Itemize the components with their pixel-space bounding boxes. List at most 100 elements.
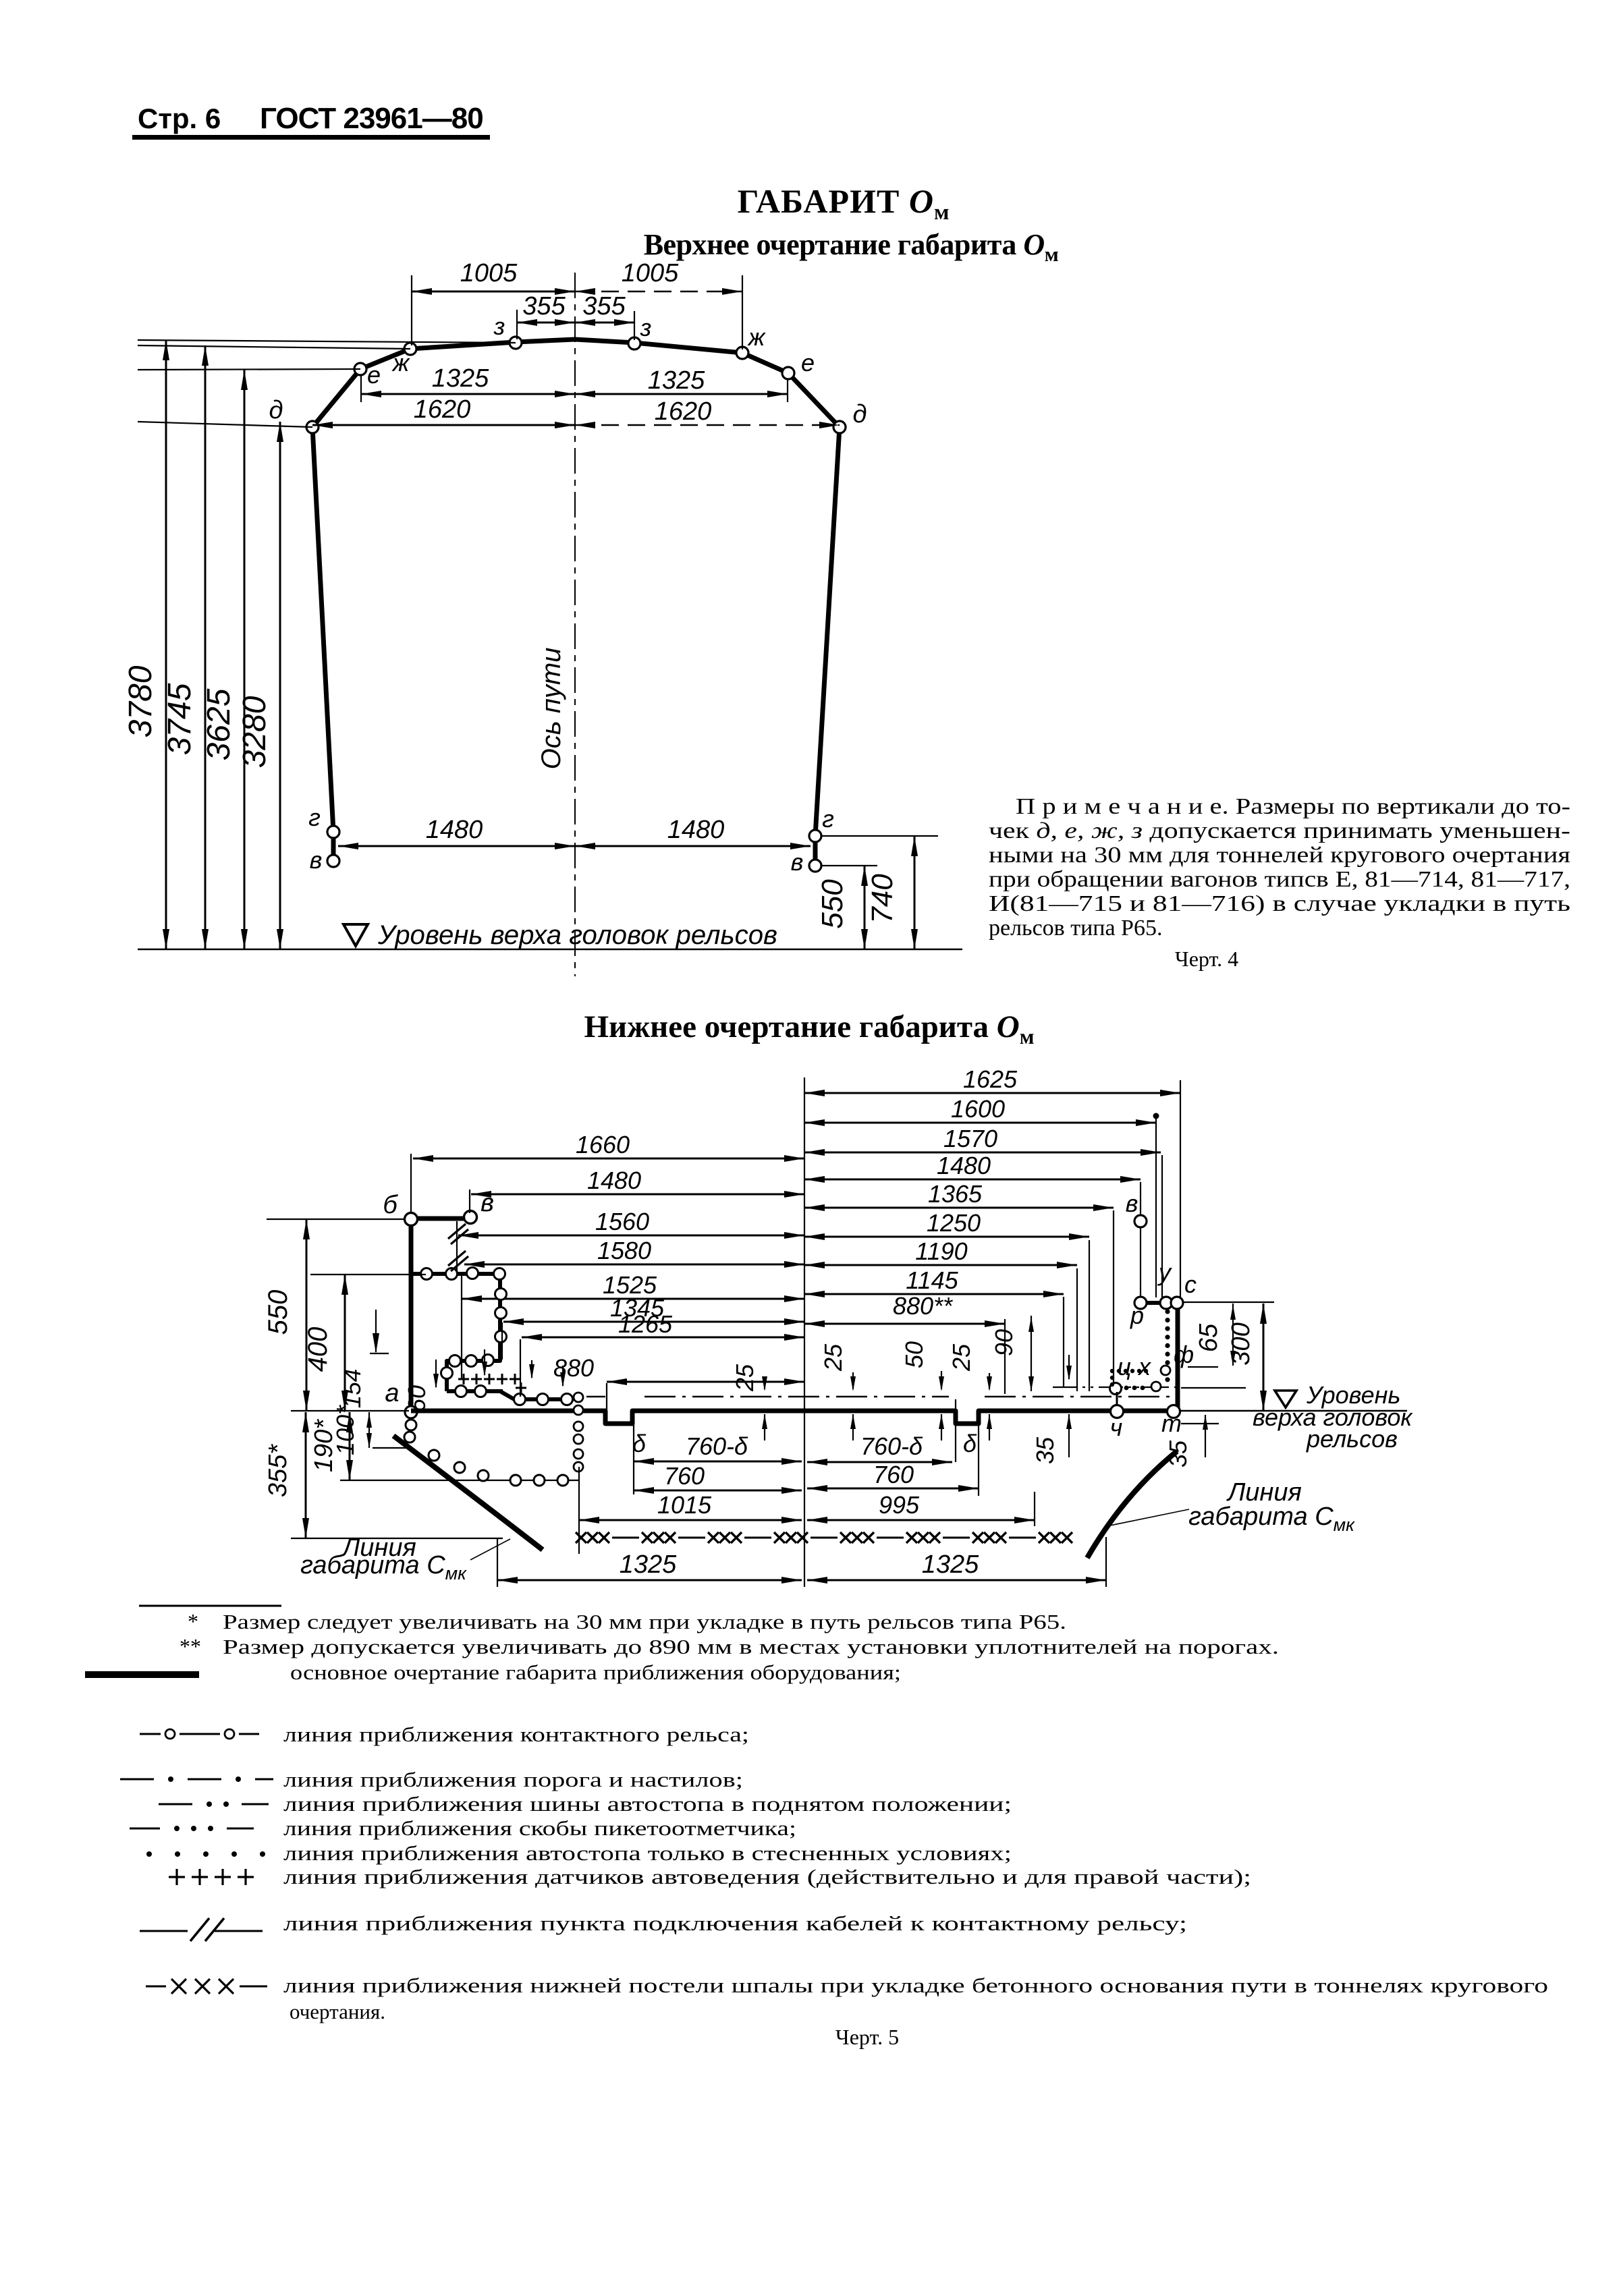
svg-text:е: е	[367, 361, 381, 389]
svg-text:1145: 1145	[906, 1266, 958, 1294]
svg-text:рельсов: рельсов	[1306, 1425, 1398, 1453]
svg-text:б: б	[383, 1191, 398, 1219]
svg-text:1480: 1480	[426, 816, 483, 844]
svg-text:1345: 1345	[610, 1294, 665, 1322]
svg-text:154: 154	[339, 1369, 366, 1408]
svg-text:г: г	[822, 805, 834, 833]
svg-text:δ: δ	[963, 1430, 977, 1457]
svg-text:760: 760	[664, 1462, 705, 1490]
svg-text:1265: 1265	[618, 1310, 673, 1338]
svg-text:е: е	[801, 349, 815, 376]
svg-text:1480: 1480	[587, 1167, 641, 1194]
svg-text:х: х	[1137, 1353, 1152, 1380]
svg-text:550: 550	[263, 1290, 293, 1335]
svg-text:ными на 30 мм для тоннелей кру: ными на 30 мм для тоннелей кругового оче…	[989, 843, 1570, 868]
svg-text:И(81—715 и 81—716) в случае ук: И(81—715 и 81—716) в случае укладки в пу…	[989, 891, 1570, 916]
svg-text:50: 50	[900, 1341, 928, 1368]
svg-text:355: 355	[582, 292, 626, 320]
svg-text:у: у	[1157, 1258, 1172, 1286]
svg-text:в: в	[310, 846, 323, 874]
svg-text:25: 25	[819, 1343, 847, 1372]
svg-text:300: 300	[1227, 1322, 1255, 1365]
svg-text:линия приближения контактног: линия приближения контактного рельса;	[283, 1723, 749, 1746]
svg-text:90: 90	[990, 1329, 1018, 1356]
svg-text:1250: 1250	[927, 1209, 981, 1237]
svg-text:при обращении вагонов типсв Е,: при обращении вагонов типсв Е, 81—714, 8…	[989, 867, 1570, 892]
svg-text:з: з	[493, 312, 505, 340]
svg-text:880: 880	[553, 1354, 594, 1382]
svg-text:100*: 100*	[331, 1405, 359, 1455]
svg-text:1660: 1660	[576, 1131, 630, 1158]
svg-text:р: р	[1130, 1301, 1144, 1329]
svg-text:1625: 1625	[963, 1065, 1018, 1093]
svg-text:1570: 1570	[943, 1125, 997, 1152]
svg-text:1325: 1325	[648, 366, 705, 395]
svg-text:линия приближения скобы пик: линия приближения скобы пикетоотметчика;	[283, 1816, 796, 1840]
svg-text:линия приближения датчиков: линия приближения датчиков автоведения (…	[283, 1865, 1251, 1888]
svg-text:Размер следует увеличивать на: Размер следует увеличивать на 30 мм при …	[223, 1610, 1066, 1633]
svg-text:Линия: Линия	[340, 1534, 416, 1562]
svg-text:550: 550	[816, 879, 849, 929]
svg-text:Черт. 5: Черт. 5	[835, 2025, 899, 2049]
svg-text:ГАБАРИТ Ом: ГАБАРИТ Ом	[738, 182, 950, 225]
svg-text:1325: 1325	[620, 1550, 677, 1579]
svg-text:габарита Смк: габарита Смк	[1188, 1503, 1355, 1535]
svg-text:760-δ: 760-δ	[860, 1432, 923, 1460]
svg-text:1600: 1600	[951, 1095, 1005, 1123]
svg-text:1480: 1480	[667, 816, 725, 844]
svg-text:880**: 880**	[893, 1292, 953, 1320]
svg-text:ч: ч	[1110, 1413, 1123, 1441]
svg-text:линия приближения шины авто: линия приближения шины автостопа в подня…	[283, 1792, 1012, 1816]
svg-text:δ: δ	[632, 1430, 647, 1457]
svg-text:рельсов типа Р65.: рельсов типа Р65.	[989, 916, 1162, 941]
svg-text:1015: 1015	[657, 1491, 712, 1519]
svg-text:3280: 3280	[237, 696, 273, 768]
svg-text:760: 760	[873, 1461, 914, 1488]
svg-text:линия приближения пункта по: линия приближения пункта подключения каб…	[283, 1911, 1187, 1935]
svg-text:1005: 1005	[460, 259, 518, 287]
svg-text:Уровень верха головок рельсов: Уровень верха головок рельсов	[377, 920, 777, 950]
svg-text:3625: 3625	[201, 688, 237, 760]
svg-text:760-δ: 760-δ	[686, 1432, 748, 1460]
svg-text:с: с	[1184, 1270, 1197, 1298]
svg-text:**: **	[180, 1634, 201, 1658]
svg-text:Ось пути: Ось пути	[537, 648, 566, 770]
svg-text:65: 65	[1195, 1323, 1223, 1352]
svg-text:740: 740	[866, 874, 899, 924]
svg-text:1365: 1365	[928, 1180, 983, 1208]
svg-text:линия приближения автостопа: линия приближения автостопа только в сте…	[283, 1841, 1012, 1865]
svg-text:линия приближения порога и: линия приближения порога и настилов;	[283, 1768, 743, 1791]
svg-text:1325: 1325	[922, 1550, 979, 1579]
svg-text:400: 400	[303, 1327, 333, 1372]
svg-text:Уровень: Уровень	[1306, 1381, 1400, 1409]
svg-text:3745: 3745	[162, 683, 198, 755]
svg-text:г: г	[308, 804, 321, 831]
svg-text:чек д, е, ж, з допускается при: чек д, е, ж, з допускается принимать уме…	[989, 818, 1570, 843]
svg-text:П р и м е ч а н и е. Размеры: П р и м е ч а н и е. Размеры по вертикал…	[1016, 794, 1570, 819]
svg-text:355: 355	[522, 292, 566, 320]
svg-text:35: 35	[1031, 1436, 1059, 1464]
svg-text:д: д	[269, 396, 283, 424]
svg-text:а: а	[385, 1379, 399, 1407]
svg-text:25: 25	[731, 1364, 759, 1392]
svg-text:1620: 1620	[414, 395, 471, 424]
svg-text:ф: ф	[1174, 1341, 1194, 1368]
svg-text:Стр. 6: Стр. 6	[138, 103, 221, 134]
svg-text:очертания.: очертания.	[290, 2000, 385, 2023]
svg-text:Нижнее очертание габарита Ом: Нижнее очертание габарита Ом	[584, 1009, 1034, 1048]
svg-text:190*: 190*	[310, 1419, 338, 1472]
svg-text:з: з	[640, 314, 652, 341]
svg-text:Черт. 4: Черт. 4	[1175, 947, 1238, 971]
svg-text:ГОСТ 23961—80: ГОСТ 23961—80	[260, 102, 483, 135]
svg-text:1005: 1005	[622, 259, 679, 287]
svg-text:3780: 3780	[123, 665, 159, 737]
svg-text:в: в	[481, 1189, 494, 1217]
svg-text:995: 995	[879, 1491, 920, 1519]
svg-text:1480: 1480	[937, 1152, 991, 1179]
svg-text:ц: ц	[1118, 1353, 1132, 1380]
svg-text:основное очертание габарита: основное очертание габарита приближения …	[290, 1660, 901, 1684]
svg-text:355*: 355*	[264, 1444, 292, 1497]
svg-text:в: в	[791, 848, 804, 876]
svg-text:1325: 1325	[432, 364, 489, 393]
svg-text:1525: 1525	[603, 1271, 657, 1299]
